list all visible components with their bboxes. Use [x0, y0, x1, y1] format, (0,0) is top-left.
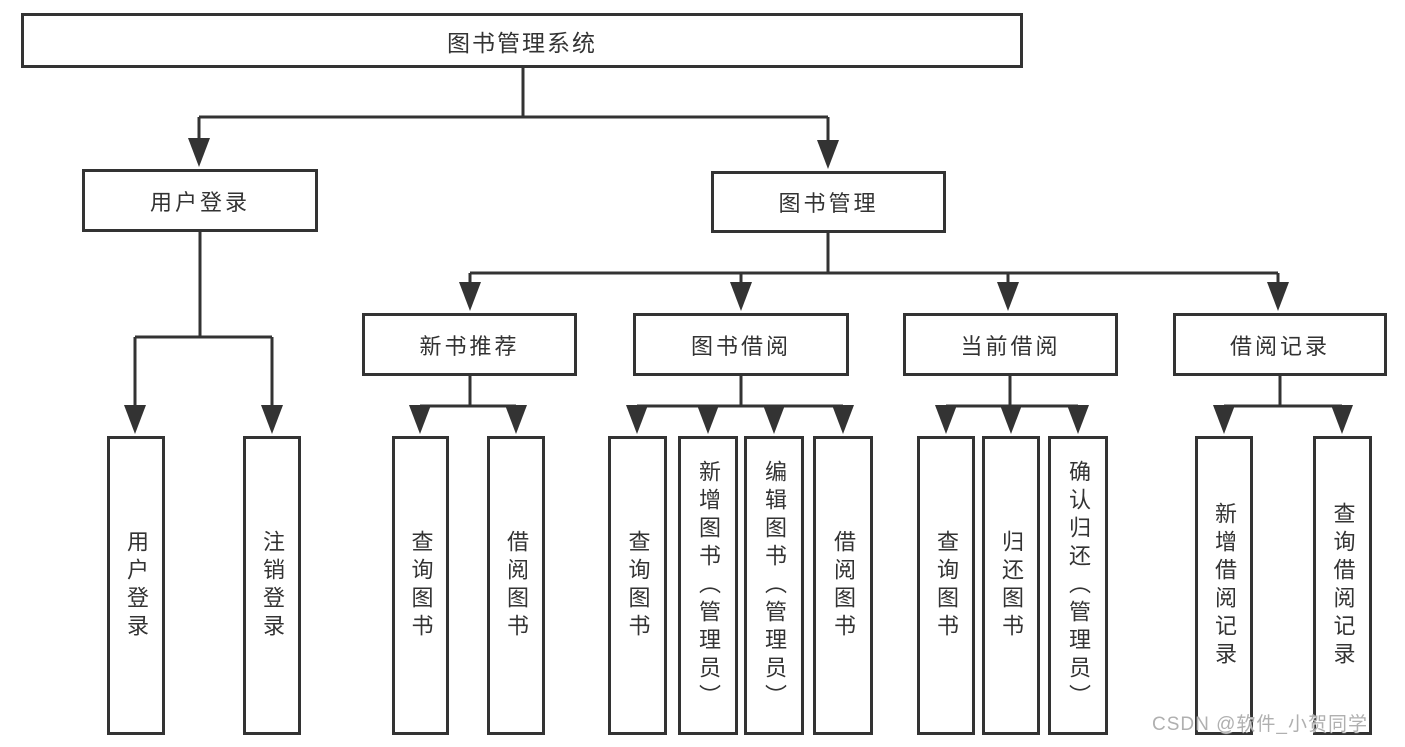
node-user-login-branch-label: 用户登录 — [149, 189, 250, 215]
node-root-label: 图书管理系统 — [447, 29, 597, 56]
leaf-borrow-edit-admin: 编辑图书（管理员） — [744, 436, 804, 735]
leaf-borrow-query-label: 查询图书 — [625, 529, 651, 642]
connector-line-group — [133, 68, 1344, 411]
node-current-borrowing: 当前借阅 — [903, 313, 1118, 376]
node-current-borrowing-label: 当前借阅 — [960, 333, 1061, 359]
leaf-newbook-query-label: 查询图书 — [408, 529, 434, 642]
node-book-management-branch-label: 图书管理 — [778, 191, 879, 216]
arrow-down-icon — [935, 405, 957, 434]
leaf-borrow-edit-admin-label: 编辑图书（管理员） — [762, 459, 787, 712]
arrow-down-icon — [997, 282, 1019, 311]
connector-newbook-leaves — [418, 376, 518, 411]
node-borrowing-records-label: 借阅记录 — [1229, 333, 1330, 359]
arrow-down-icon — [1331, 405, 1353, 434]
leaf-current-confirm-return-admin: 确认归还（管理员） — [1048, 436, 1108, 735]
connector-root — [197, 68, 830, 142]
node-user-login-branch: 用户登录 — [82, 169, 318, 232]
arrow-down-icon — [730, 282, 752, 311]
arrow-down-icon — [261, 405, 283, 434]
arrow-down-icon — [626, 405, 648, 434]
arrowhead-group — [124, 138, 1353, 434]
arrow-down-icon — [1267, 282, 1289, 311]
leaf-current-confirm-return-admin-label: 确认归还（管理员） — [1066, 459, 1091, 712]
connector-borrow-leaves — [635, 376, 845, 411]
arrow-down-icon — [697, 405, 719, 434]
connector-user-branch — [133, 232, 274, 408]
leaf-record-add: 新增借阅记录 — [1195, 436, 1253, 735]
arrow-down-icon — [832, 405, 854, 434]
leaf-borrow-book-label: 借阅图书 — [831, 529, 856, 642]
leaf-borrow-add-admin: 新增图书（管理员） — [678, 436, 738, 735]
leaf-record-add-label: 新增借阅记录 — [1212, 501, 1237, 670]
arrow-down-icon — [1067, 405, 1089, 434]
arrow-down-icon — [124, 405, 146, 434]
leaf-record-query-label: 查询借阅记录 — [1330, 501, 1356, 670]
watermark-text: CSDN @软件_小贺同学 — [1152, 714, 1368, 735]
node-book-borrowing-label: 图书借阅 — [690, 333, 791, 359]
arrow-down-icon — [459, 282, 481, 311]
leaf-newbook-borrow: 借阅图书 — [487, 436, 545, 735]
leaf-newbook-borrow-label: 借阅图书 — [504, 529, 529, 642]
node-new-book-recommend: 新书推荐 — [362, 313, 577, 376]
arrow-down-icon — [409, 405, 431, 434]
node-borrowing-records: 借阅记录 — [1173, 313, 1387, 376]
leaf-user-login: 用户登录 — [107, 436, 165, 735]
connector-record-leaves — [1222, 376, 1344, 411]
leaf-logout-label: 注销登录 — [260, 529, 285, 642]
leaf-newbook-query: 查询图书 — [392, 436, 449, 735]
leaf-current-return-label: 归还图书 — [999, 529, 1024, 642]
arrow-down-icon — [505, 405, 527, 434]
leaf-borrow-book: 借阅图书 — [813, 436, 873, 735]
leaf-borrow-add-admin-label: 新增图书（管理员） — [696, 459, 721, 712]
connector-book-branch — [468, 233, 1280, 285]
arrow-down-icon — [188, 138, 210, 167]
node-book-management-branch: 图书管理 — [711, 171, 946, 233]
arrow-down-icon — [763, 405, 785, 434]
node-new-book-recommend-label: 新书推荐 — [419, 333, 520, 359]
node-root: 图书管理系统 — [21, 13, 1023, 68]
leaf-current-return: 归还图书 — [982, 436, 1040, 735]
leaf-current-query-label: 查询图书 — [934, 529, 959, 642]
arrow-down-icon — [1213, 405, 1235, 434]
leaf-record-query: 查询借阅记录 — [1313, 436, 1372, 735]
leaf-current-query: 查询图书 — [917, 436, 975, 735]
arrow-down-icon — [1000, 405, 1022, 434]
node-book-borrowing: 图书借阅 — [633, 313, 849, 376]
leaf-user-login-label: 用户登录 — [124, 529, 149, 642]
leaf-logout: 注销登录 — [243, 436, 301, 735]
leaf-borrow-query: 查询图书 — [608, 436, 667, 735]
arrow-down-icon — [817, 140, 839, 169]
